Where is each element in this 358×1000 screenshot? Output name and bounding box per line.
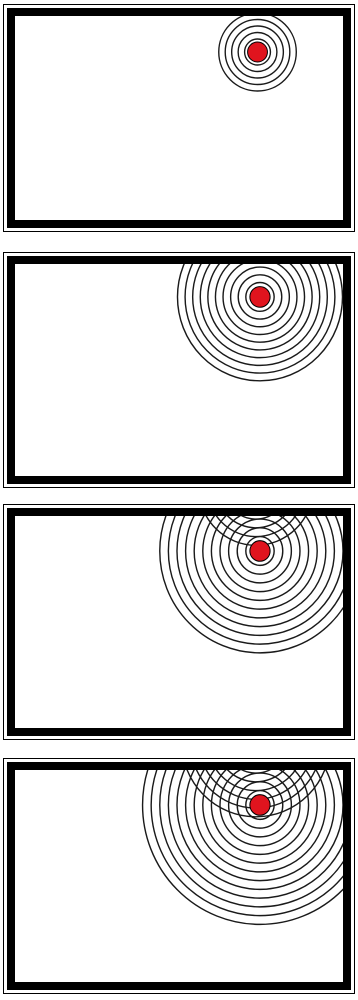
wave-ring	[225, 516, 288, 519]
ripple-canvas	[15, 516, 343, 728]
ripple-canvas	[15, 16, 343, 220]
wave-source-dot	[250, 541, 270, 562]
wave-panel-4	[3, 758, 355, 994]
wave-ring	[168, 516, 343, 644]
wave-panel-3	[3, 504, 355, 740]
panel-frame	[7, 762, 351, 990]
panel-frame	[7, 256, 351, 484]
ripple-canvas	[15, 770, 343, 982]
wave-ring	[186, 516, 335, 627]
wave-source-dot	[248, 42, 268, 62]
wave-ring	[168, 770, 343, 898]
ripple-canvas	[15, 264, 343, 476]
wave-ring	[225, 770, 288, 773]
wave-source-dot	[250, 287, 270, 308]
wave-panel-2	[3, 252, 355, 488]
panel-frame	[7, 8, 351, 228]
wave-panel-1	[3, 4, 355, 232]
panel-frame	[7, 508, 351, 736]
wave-ring	[203, 516, 317, 609]
wave-source-dot	[250, 795, 270, 816]
